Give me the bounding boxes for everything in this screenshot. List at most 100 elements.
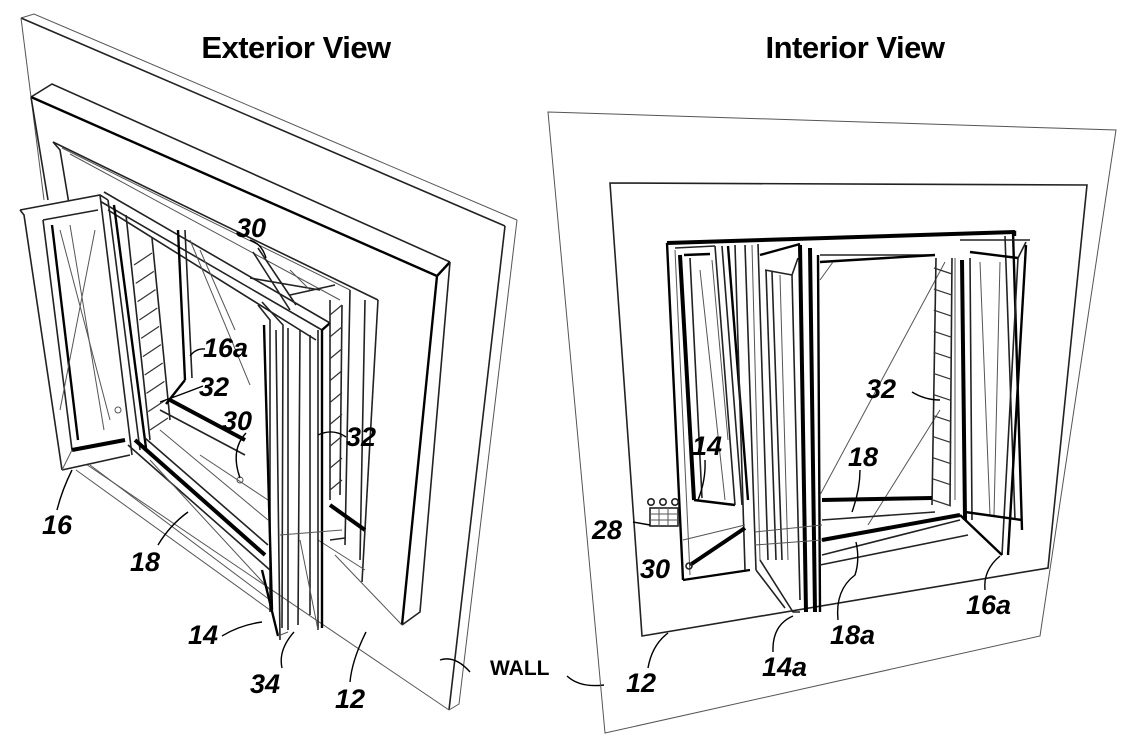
leader-line bbox=[647, 632, 669, 669]
interior-panel-14 bbox=[674, 245, 750, 507]
hatch-tick bbox=[329, 479, 343, 491]
hatch-tick bbox=[933, 393, 952, 402]
interior-wall bbox=[547, 111, 1117, 734]
hatch-tick bbox=[933, 351, 952, 359]
leader-line bbox=[836, 541, 859, 621]
hatch-tick bbox=[329, 392, 343, 403]
interior-view-title: Interior View bbox=[766, 30, 946, 65]
leader-line bbox=[349, 631, 367, 683]
hatch-tick bbox=[329, 457, 343, 469]
ref-label-16a: 16a bbox=[203, 333, 248, 363]
leader-line bbox=[632, 521, 651, 526]
keypad-28-icon bbox=[646, 497, 679, 527]
exterior-panel-16 bbox=[19, 194, 148, 471]
ref-label-12: 12 bbox=[335, 684, 365, 714]
ref-label-16a: 16a bbox=[966, 590, 1011, 620]
interior-view: Interior View bbox=[547, 30, 1117, 734]
hatch-tick bbox=[933, 372, 952, 381]
exterior-mechanism-30 bbox=[249, 247, 336, 311]
interior-glass-reflections bbox=[819, 261, 946, 526]
hatch-tick bbox=[135, 270, 155, 284]
hatch-tick bbox=[933, 330, 952, 338]
leader-line bbox=[911, 391, 941, 401]
interior-bottom-sash-18 bbox=[754, 496, 1003, 566]
hatch-tick bbox=[933, 415, 952, 423]
ref-label-28: 28 bbox=[591, 515, 622, 545]
hatch-tick bbox=[139, 307, 158, 321]
exterior-top-sash bbox=[97, 191, 331, 341]
hatch-tick bbox=[147, 399, 167, 413]
leader-line bbox=[189, 348, 206, 357]
hatch-tick bbox=[146, 380, 165, 394]
hatch-tick bbox=[329, 326, 343, 338]
ref-label-32: 32 bbox=[866, 374, 896, 404]
hatch-tick bbox=[932, 478, 952, 486]
hatch-tick bbox=[932, 457, 952, 465]
leader-line bbox=[56, 469, 73, 511]
hatch-tick bbox=[142, 344, 162, 358]
exterior-hatch-left bbox=[125, 214, 171, 441]
hatch-tick bbox=[133, 252, 153, 266]
leader-line bbox=[851, 469, 861, 513]
interior-frame-12 bbox=[609, 182, 1088, 637]
ref-label-12: 12 bbox=[626, 668, 656, 698]
leader-line bbox=[221, 621, 263, 637]
leader-line bbox=[697, 459, 706, 501]
leader-line bbox=[317, 431, 347, 438]
ref-label-14: 14 bbox=[692, 431, 722, 461]
exterior-wall bbox=[20, 13, 518, 711]
hatch-tick bbox=[149, 417, 169, 431]
exterior-labels: 30 16a 32 30 32 16 18 14 34 12 bbox=[42, 213, 376, 714]
hatch-tick bbox=[933, 309, 953, 317]
leader-line bbox=[249, 239, 267, 259]
leader-line bbox=[984, 555, 1001, 591]
hatch-tick bbox=[933, 436, 952, 444]
hatch-tick bbox=[329, 435, 343, 447]
ref-label-18: 18 bbox=[848, 442, 878, 472]
exterior-frame-12 bbox=[30, 83, 451, 626]
ref-label-30: 30 bbox=[236, 213, 266, 243]
exterior-bottom-sash-18 bbox=[75, 429, 271, 611]
interior-panel-14a bbox=[734, 242, 822, 613]
ref-label-14: 14 bbox=[188, 620, 218, 650]
interior-panel-16a bbox=[960, 239, 1030, 556]
ref-label-16: 16 bbox=[42, 510, 73, 540]
leader-line bbox=[772, 615, 794, 653]
ref-label-34: 34 bbox=[250, 669, 280, 699]
interior-top-rail bbox=[819, 253, 936, 281]
exterior-view-title: Exterior View bbox=[201, 30, 392, 65]
exterior-panel-14 bbox=[257, 301, 301, 641]
interior-window-frame bbox=[665, 230, 1024, 582]
hatch-tick bbox=[932, 499, 952, 507]
leader-line bbox=[566, 675, 605, 687]
interior-mechanism-30 bbox=[682, 524, 747, 570]
hatch-tick bbox=[329, 348, 343, 360]
wall-label: WALL bbox=[490, 657, 550, 680]
leader-line bbox=[280, 631, 295, 669]
exterior-hatch-right bbox=[329, 300, 343, 500]
exterior-casing bbox=[52, 141, 367, 571]
ref-label-18: 18 bbox=[130, 547, 160, 577]
leader-line bbox=[159, 385, 204, 403]
hatch-tick bbox=[144, 362, 163, 376]
exterior-view: Exterior View bbox=[19, 13, 518, 714]
leader-line bbox=[235, 432, 247, 479]
exterior-panel-34 bbox=[279, 330, 346, 631]
ref-label-32: 32 bbox=[199, 372, 229, 402]
ref-label-18a: 18a bbox=[830, 620, 875, 650]
hatch-tick bbox=[933, 288, 953, 296]
leader-line bbox=[157, 511, 189, 546]
hatch-tick bbox=[329, 370, 343, 382]
hatch-tick bbox=[933, 267, 953, 275]
hatch-tick bbox=[329, 413, 343, 425]
ref-label-30: 30 bbox=[222, 406, 252, 436]
wall-callout: WALL bbox=[439, 657, 605, 687]
leader-line bbox=[439, 658, 471, 673]
hatch-tick bbox=[137, 289, 156, 303]
ref-label-32: 32 bbox=[346, 422, 376, 452]
interior-labels: 32 14 18 28 30 16a 18a 14a 12 bbox=[591, 374, 1011, 698]
hatch-tick bbox=[329, 304, 343, 316]
ref-label-14a: 14a bbox=[762, 652, 807, 682]
hatch-tick bbox=[140, 325, 160, 339]
